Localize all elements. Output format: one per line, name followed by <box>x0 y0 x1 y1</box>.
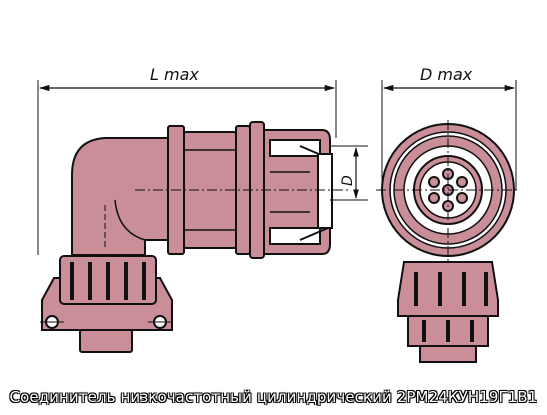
elbow-body <box>71 137 169 256</box>
side-view <box>37 80 368 353</box>
front-shell <box>263 129 331 255</box>
contact-pin <box>456 176 468 188</box>
diameter-max-label: D max <box>420 65 473 84</box>
length-label: L max <box>150 65 199 84</box>
contact-pin <box>428 192 440 204</box>
caption-text: Соединитель низкочастотный цилиндрически… <box>9 388 538 406</box>
contact-pin <box>428 176 440 188</box>
gland-tail <box>79 329 133 353</box>
elbow-inner-curve <box>114 199 146 241</box>
front-gland-flange <box>397 261 499 317</box>
contact-pin <box>456 192 468 204</box>
caption-bar: Соединитель низкочастотный цилиндрически… <box>0 384 547 410</box>
front-gland-tail <box>419 345 477 363</box>
thread-label: D <box>340 175 356 186</box>
front-view <box>376 80 520 363</box>
